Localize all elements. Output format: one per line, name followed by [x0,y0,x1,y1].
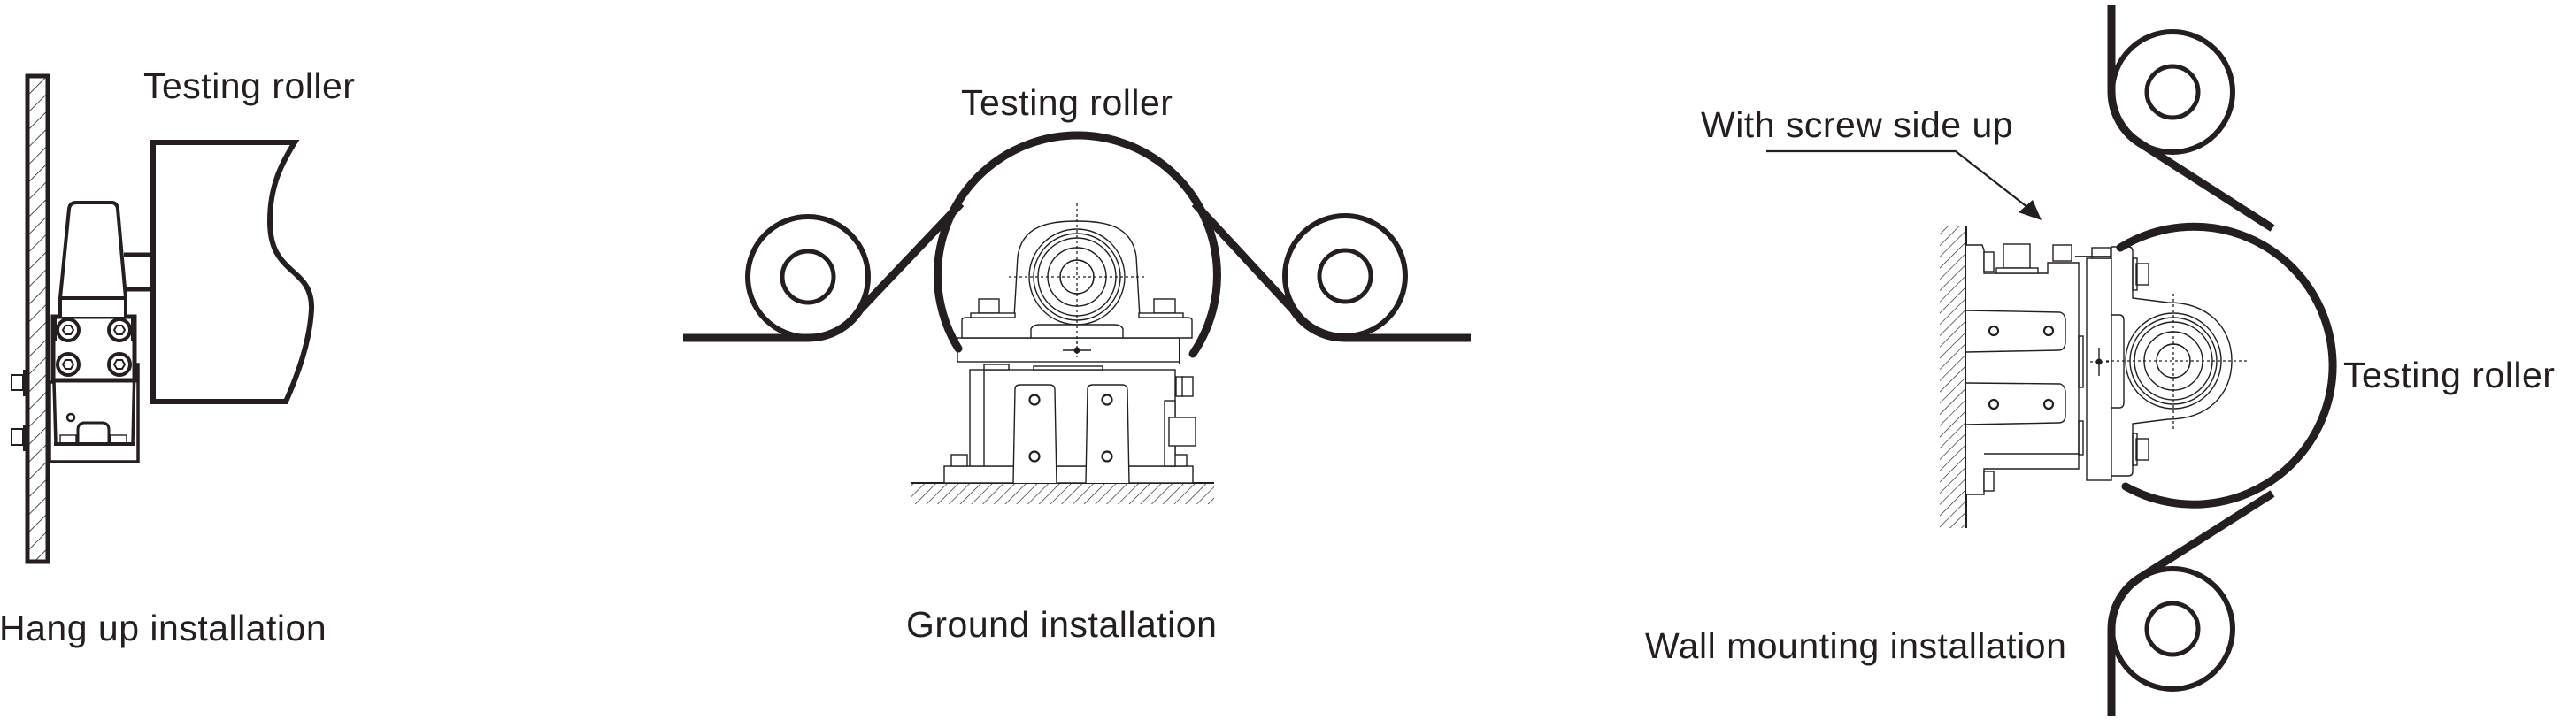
ground-roller-label: Testing roller [961,82,1173,123]
web-material [683,200,1471,342]
wall-mounting-panel [1766,5,2337,716]
testing-roller [2116,222,2337,509]
base-frame [1965,243,2084,495]
bolt-icon [56,318,132,377]
hang-up-title: Hang up installation [0,608,327,648]
wall [1940,226,1967,528]
hang-up-roller-label: Testing roller [143,65,356,106]
wall-mounting-title: Wall mounting installation [1645,625,2067,666]
base-frame [943,364,1196,484]
arrow-icon [2019,200,2042,220]
center-mark [1063,341,1091,357]
wall-roller-label: Testing roller [2343,355,2556,395]
hang-up-panel [11,73,315,564]
pillow-block-bearing [2106,246,2249,477]
testing-roller [933,131,1221,358]
shaft [124,252,154,292]
ground-panel [683,131,1471,504]
center-mark [2090,348,2115,376]
callout-leader [1766,149,2042,220]
wall-bolts [11,370,28,451]
ground-title: Ground installation [906,604,1218,645]
testing-roller [150,140,315,404]
sensor [58,201,127,317]
ground [911,482,1214,504]
screw-callout-label: With screw side up [1701,104,2014,145]
web-material [2107,5,2275,716]
pillow-block-bearing [961,203,1193,354]
wall [25,73,50,564]
four-bolt-flange [50,314,137,383]
